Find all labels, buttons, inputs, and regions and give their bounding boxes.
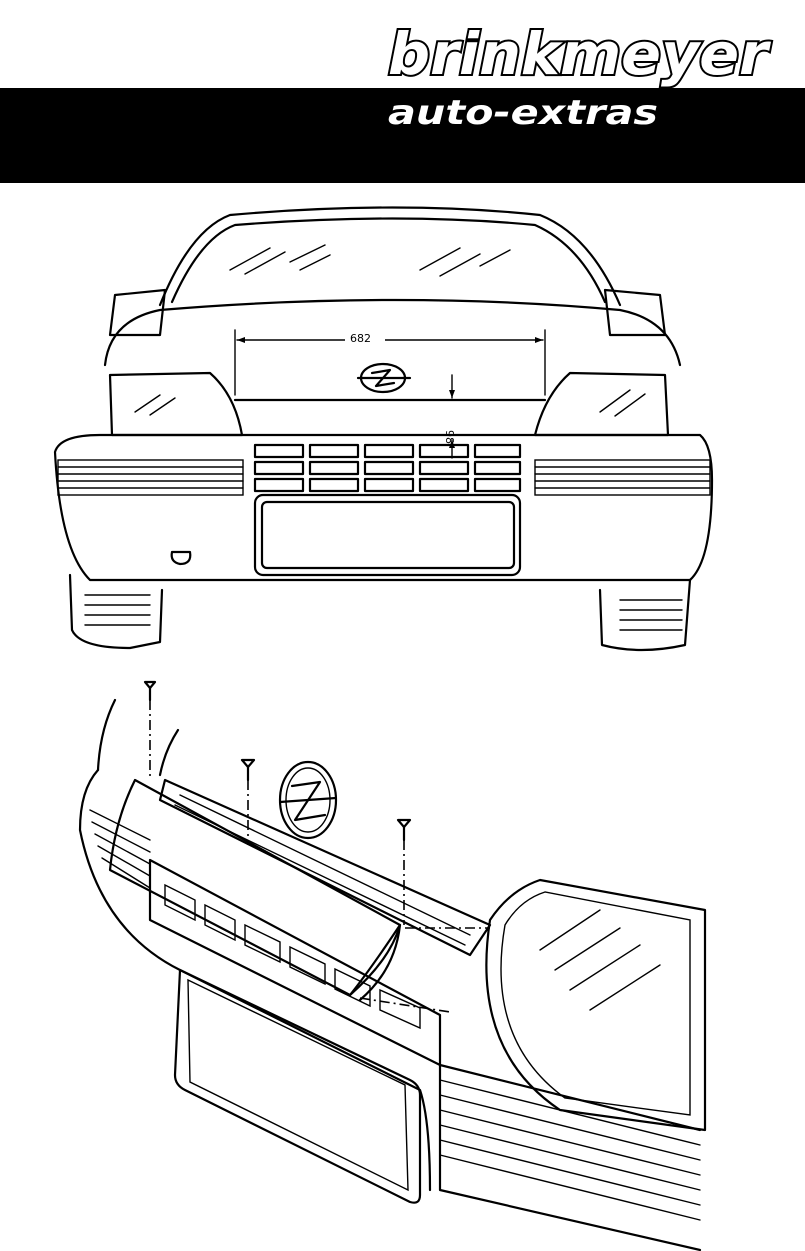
left-headlight xyxy=(108,371,244,437)
tow-hook xyxy=(170,550,192,566)
roof-outline xyxy=(158,206,622,307)
left-mirror xyxy=(108,288,167,337)
dimension-height-label: 98 xyxy=(443,430,456,444)
right-headlight xyxy=(533,371,670,437)
windshield-reflection xyxy=(229,244,511,277)
installation-diagram xyxy=(78,680,707,1251)
license-plate-frame xyxy=(253,493,522,577)
hood-upper-grille xyxy=(158,778,492,957)
license-plate-inner xyxy=(187,978,409,1192)
headlight xyxy=(485,878,707,1132)
lower-bumper-ribs xyxy=(439,1079,701,1221)
car-front-view-drawing: 682 98 xyxy=(53,206,714,652)
bumper-outline xyxy=(78,768,432,1192)
opel-logo xyxy=(356,362,412,394)
header-band xyxy=(0,88,805,183)
headlight-reflection xyxy=(134,389,646,417)
brand-name: brinkmeyer xyxy=(388,20,771,88)
mounting-line-5 xyxy=(359,997,451,1013)
dimension-height: 98 xyxy=(443,374,456,459)
dimension-width: 682 xyxy=(234,329,546,396)
bumper-ribs-left xyxy=(57,459,244,496)
side-ribs xyxy=(89,809,151,889)
front-grille xyxy=(253,443,522,493)
opel-emblem xyxy=(278,760,338,840)
left-pillar xyxy=(96,698,117,772)
left-pillar-inner xyxy=(158,728,180,777)
mounting-screw-3 xyxy=(396,818,412,925)
windshield xyxy=(170,217,607,304)
license-plate xyxy=(260,500,516,570)
headlight-inner xyxy=(500,891,691,1116)
left-wheel xyxy=(68,573,164,650)
right-wheel xyxy=(598,578,692,652)
grille-body xyxy=(148,858,442,1067)
license-plate xyxy=(173,968,422,1204)
mounting-screw-1 xyxy=(143,680,157,778)
dimension-width-label: 682 xyxy=(350,332,371,345)
grille-slats xyxy=(164,883,421,1030)
lower-bumper xyxy=(438,1063,702,1251)
upper-grille-slats xyxy=(174,794,471,946)
bumper-ribs-right xyxy=(534,459,711,496)
mounting-screw-2 xyxy=(240,758,256,845)
bonnet xyxy=(103,298,682,367)
front-bumper xyxy=(53,433,714,582)
grille-mask-lip xyxy=(348,923,402,1002)
grille-mask-cover xyxy=(108,778,402,997)
headlight-reflection xyxy=(539,909,661,1011)
brand-logo: brinkmeyer auto-extras xyxy=(386,18,773,132)
brand-tagline: auto-extras xyxy=(388,93,658,132)
right-mirror xyxy=(603,288,667,337)
